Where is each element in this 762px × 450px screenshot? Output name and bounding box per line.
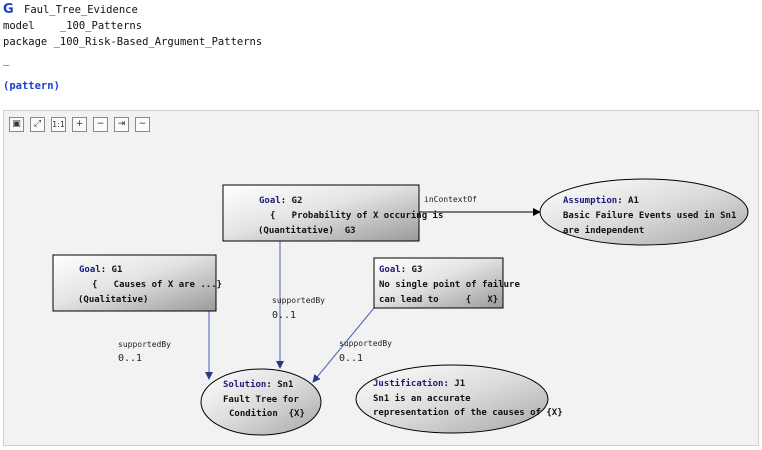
node-text-line: are independent bbox=[563, 225, 644, 236]
node-keyword: Justification bbox=[373, 378, 443, 389]
node-id: G2 bbox=[292, 196, 303, 206]
goal-node-g1[interactable]: Goal: G1 { Causes of X are ...} (Qualita… bbox=[52, 254, 222, 312]
edge-label-supportedby: supportedBy bbox=[272, 296, 325, 305]
node-text-line: representation of the causes of {X} bbox=[373, 407, 563, 418]
edge-g2-a1[interactable]: inContextOf bbox=[419, 195, 541, 216]
svg-text:Solution: Sn1: Solution: Sn1 bbox=[223, 379, 293, 390]
edge-g1-sn1[interactable]: supportedBy 0..1 bbox=[118, 311, 213, 380]
node-id: G1 bbox=[112, 265, 123, 275]
svg-text:Assumption: A1: Assumption: A1 bbox=[563, 195, 639, 206]
layout-icon[interactable]: ▣ bbox=[9, 117, 24, 132]
node-keyword: Goal bbox=[259, 196, 281, 206]
page-title: Faul_Tree_Evidence bbox=[24, 4, 138, 16]
edge-label-supportedby: supportedBy bbox=[339, 339, 392, 348]
node-keyword: Goal bbox=[379, 265, 401, 275]
svg-text:Justification: J1: Justification: J1 bbox=[373, 378, 465, 389]
node-id: G3 bbox=[412, 265, 423, 275]
svg-text:Goal: G3: Goal: G3 bbox=[379, 265, 422, 275]
node-text-line: (Qualitative) bbox=[78, 294, 148, 305]
solution-node-sn1[interactable]: Solution: Sn1 Fault Tree for Condition {… bbox=[200, 368, 322, 436]
node-text-line: { Probability of X occuring is bbox=[270, 210, 443, 221]
zoom-in-icon[interactable]: + bbox=[72, 117, 87, 132]
node-text-line: No single point of failure bbox=[379, 279, 520, 290]
svg-text:Goal: G1: Goal: G1 bbox=[79, 265, 122, 275]
node-keyword: Goal bbox=[79, 265, 101, 275]
edge-multiplicity: 0..1 bbox=[118, 353, 142, 364]
edge-g2-sn1[interactable]: supportedBy 0..1 bbox=[272, 241, 325, 369]
node-text-line: Condition {X} bbox=[229, 408, 305, 419]
zoom-out-icon[interactable]: − bbox=[93, 117, 108, 132]
node-text-line: can lead to { X} bbox=[379, 295, 498, 305]
assumption-node-a1[interactable]: Assumption: A1 Basic Failure Events used… bbox=[539, 178, 749, 246]
pattern-label: (pattern) bbox=[3, 80, 60, 92]
node-id: Sn1 bbox=[277, 380, 293, 390]
diagram-canvas[interactable]: ▣ ⤢ 1:1 + − ⇥ ∼ inCont bbox=[3, 110, 759, 446]
actual-size-icon[interactable]: 1:1 bbox=[51, 117, 66, 132]
node-text-line: Basic Failure Events used in Sn1 bbox=[563, 210, 736, 221]
gsn-diagram: inContextOf supportedBy 0..1 supportedBy… bbox=[52, 178, 749, 436]
justification-node-j1[interactable]: Justification: J1 Sn1 is an accurate rep… bbox=[355, 364, 563, 434]
model-line: model _100_Patterns bbox=[3, 20, 143, 32]
edge-multiplicity: 0..1 bbox=[272, 310, 296, 321]
node-text-line: { Causes of X are ...} bbox=[92, 280, 222, 290]
placeholder-underscore[interactable]: _ bbox=[3, 54, 10, 66]
package-line: package _100_Risk-Based_Argument_Pattern… bbox=[3, 36, 263, 48]
connector-icon[interactable]: ⇥ bbox=[114, 117, 129, 132]
edge-g3-sn1[interactable]: supportedBy 0..1 bbox=[312, 307, 392, 383]
node-text-line: Sn1 is an accurate bbox=[373, 393, 471, 404]
fit-icon[interactable]: ⤢ bbox=[30, 117, 45, 132]
goal-node-g3[interactable]: Goal: G3 No single point of failure can … bbox=[373, 257, 520, 309]
node-id: J1 bbox=[454, 379, 465, 389]
goal-node-g2[interactable]: Goal: G2 { Probability of X occuring is … bbox=[222, 184, 443, 242]
wave-icon[interactable]: ∼ bbox=[135, 117, 150, 132]
node-text-line: Fault Tree for bbox=[223, 395, 299, 405]
model-g-icon: G bbox=[3, 2, 14, 17]
edge-label-supportedby: supportedBy bbox=[118, 340, 171, 349]
node-keyword: Solution bbox=[223, 379, 266, 390]
node-id: A1 bbox=[628, 196, 639, 206]
svg-text:Goal: G2: Goal: G2 bbox=[259, 196, 302, 206]
node-text-line: (Quantitative) G3 bbox=[258, 225, 356, 236]
edge-label-incontextof: inContextOf bbox=[424, 195, 477, 204]
edge-multiplicity: 0..1 bbox=[339, 353, 363, 364]
node-keyword: Assumption bbox=[563, 195, 617, 206]
